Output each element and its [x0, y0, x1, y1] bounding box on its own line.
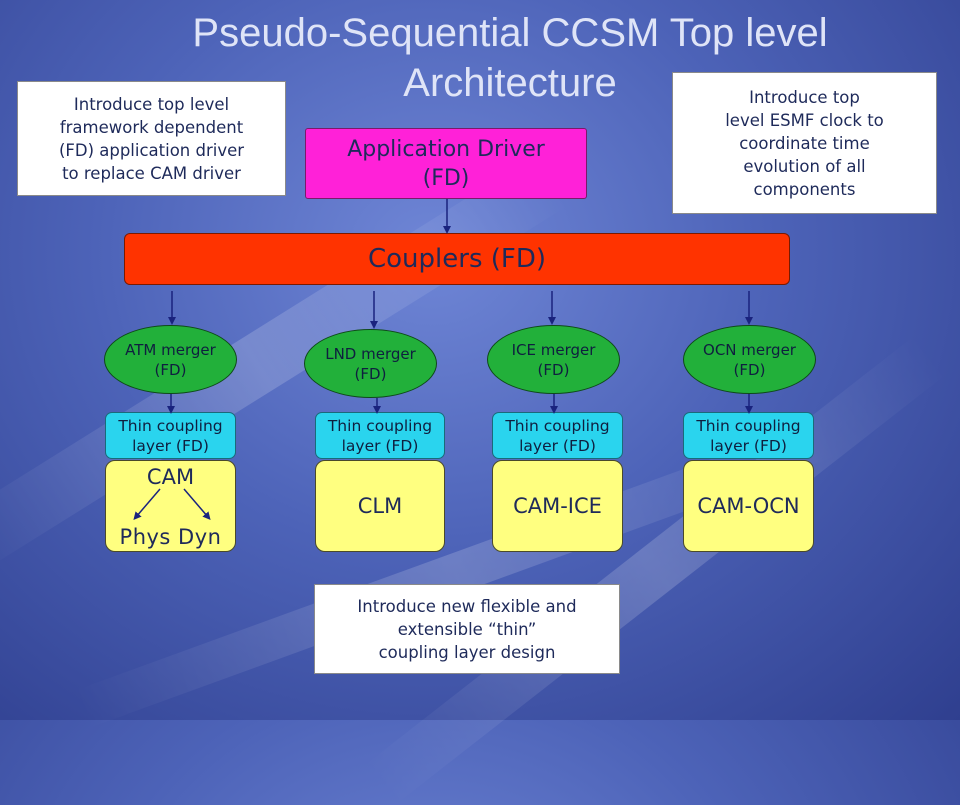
component-cam-sub-label: Phys Dyn	[119, 525, 222, 549]
merger-line: OCN merger	[703, 340, 796, 359]
thin-layer-line: layer (FD)	[519, 436, 596, 455]
thin-layer-line: Thin coupling	[505, 416, 610, 435]
application-driver-box: Application Driver (FD)	[305, 128, 587, 199]
merger-line: ICE merger	[511, 340, 596, 359]
callout-line: components	[753, 179, 856, 199]
merger-ice: ICE merger (FD)	[487, 325, 620, 394]
app-driver-line-2: (FD)	[422, 165, 470, 191]
component-cam: CAM Phys Dyn	[105, 460, 236, 552]
couplers-bar: Couplers (FD)	[124, 233, 790, 285]
merger-lnd: LND merger (FD)	[304, 329, 437, 398]
callout-line: (FD) application driver	[58, 140, 245, 160]
slide: Pseudo-Sequential CCSM Top level Archite…	[0, 8, 947, 805]
thin-layer-ocn: Thin coupling layer (FD)	[683, 412, 814, 459]
merger-line: LND merger	[325, 344, 416, 363]
thin-layer-line: layer (FD)	[341, 436, 419, 455]
thin-layer-line: Thin coupling	[118, 416, 223, 435]
merger-line: (FD)	[354, 364, 387, 383]
callout-line: coordinate time	[739, 133, 870, 153]
callout-line: Introduce new flexible and	[357, 596, 577, 616]
couplers-label: Couplers (FD)	[367, 244, 547, 274]
title-line-2: Architecture	[403, 61, 617, 105]
callout-app-driver-note: Introduce top level framework dependent …	[17, 81, 286, 196]
thin-layer-line: Thin coupling	[696, 416, 801, 435]
callout-line: Introduce top level	[73, 94, 230, 114]
component-cam-ocn: CAM-OCN	[683, 460, 814, 552]
arrow-cam-to-dyn	[183, 488, 211, 521]
component-cam-ice: CAM-ICE	[492, 460, 623, 552]
merger-line: (FD)	[537, 360, 570, 379]
component-cam-label: CAM	[146, 465, 195, 489]
callout-line: to replace CAM driver	[62, 163, 241, 183]
thin-layer-line: layer (FD)	[132, 436, 209, 455]
connector-arrows	[133, 199, 753, 521]
title-line-1: Pseudo-Sequential CCSM Top level	[192, 11, 828, 55]
callout-esmf-clock-note: Introduce top level ESMF clock to coordi…	[672, 72, 937, 214]
merger-line: ATM merger	[125, 340, 216, 359]
callout-line: level ESMF clock to	[725, 110, 884, 130]
component-label: CAM-OCN	[697, 494, 800, 518]
component-clm: CLM	[315, 460, 445, 552]
arrow-cam-to-phys	[133, 488, 161, 521]
slide-title: Pseudo-Sequential CCSM Top level Archite…	[150, 8, 870, 108]
merger-line: (FD)	[733, 360, 766, 379]
thin-layer-line: layer (FD)	[710, 436, 787, 455]
thin-layer-line: Thin coupling	[327, 416, 433, 435]
component-label: CLM	[357, 494, 403, 518]
callout-line: extensible “thin”	[397, 619, 537, 639]
app-driver-line-1: Application Driver	[347, 136, 545, 162]
merger-ocn: OCN merger (FD)	[683, 325, 816, 394]
callout-thin-layer-note: Introduce new flexible and extensible “t…	[314, 584, 620, 674]
merger-line: (FD)	[154, 360, 187, 379]
component-label: CAM-ICE	[513, 494, 602, 518]
thin-layer-lnd: Thin coupling layer (FD)	[315, 412, 445, 459]
merger-atm: ATM merger (FD)	[104, 325, 237, 394]
callout-line: evolution of all	[743, 156, 866, 176]
callout-line: framework dependent	[59, 117, 244, 137]
callout-line: Introduce top	[749, 87, 860, 107]
thin-layer-ice: Thin coupling layer (FD)	[492, 412, 623, 459]
thin-layer-atm: Thin coupling layer (FD)	[105, 412, 236, 459]
callout-line: coupling layer design	[378, 642, 556, 662]
